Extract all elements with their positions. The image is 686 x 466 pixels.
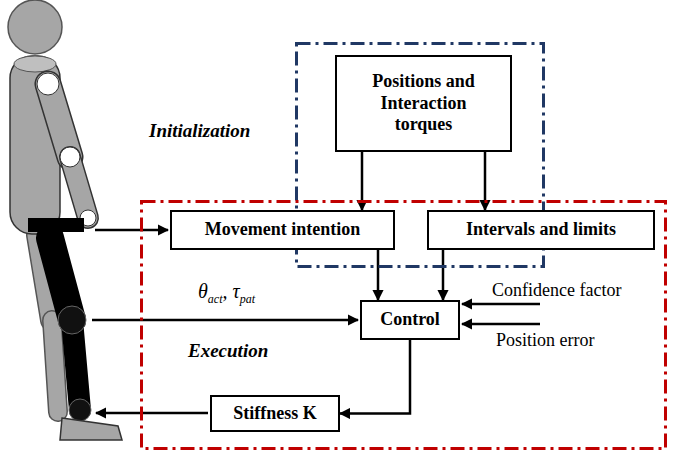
dash-dot-border	[142, 202, 666, 449]
input-label: Position error	[496, 330, 595, 351]
box-text-wrap: Intervals and limits	[466, 219, 616, 241]
human-figure	[8, 0, 122, 440]
execution-region: Execution Movement intention Intervals and…	[140, 200, 667, 450]
signal-arrow	[95, 229, 168, 232]
signal-arrow	[462, 323, 540, 326]
control-box: Control	[360, 300, 460, 340]
box-text-wrap: Positions and Interaction torques	[356, 71, 491, 136]
signal-arrow	[462, 303, 540, 306]
region-label: Initialization	[149, 120, 250, 142]
process-box: Stiffness K	[210, 395, 340, 432]
input-label: Confidence factor	[492, 280, 621, 301]
process-box: Intervals and limits	[427, 210, 655, 250]
signal-symbol: θ	[198, 280, 208, 302]
signal-label: θact, τpat	[198, 280, 255, 303]
box-text: Stiffness K	[233, 403, 317, 425]
box-text: Intervals and limits	[466, 219, 616, 241]
box-text-wrap: Stiffness K	[233, 403, 317, 425]
box-text: Control	[380, 309, 440, 331]
signal-arrow	[96, 412, 208, 415]
flow-arrow	[340, 340, 410, 414]
flow-arrow	[442, 250, 445, 300]
process-box: Positions and Interaction torques	[335, 55, 512, 152]
box-text-wrap: Movement intention	[205, 219, 360, 241]
signal-subscript: pat	[240, 292, 255, 306]
box-text-wrap: Control	[380, 309, 440, 331]
signal-subscript: act	[208, 292, 223, 306]
signal-symbol: , τ	[223, 280, 240, 302]
region-label: Execution	[188, 340, 268, 362]
box-text: Movement intention	[205, 219, 360, 241]
box-text: Positions and Interaction torques	[356, 71, 491, 136]
flow-arrow	[377, 250, 380, 300]
process-box: Movement intention	[170, 210, 395, 250]
signal-arrow	[92, 319, 358, 322]
